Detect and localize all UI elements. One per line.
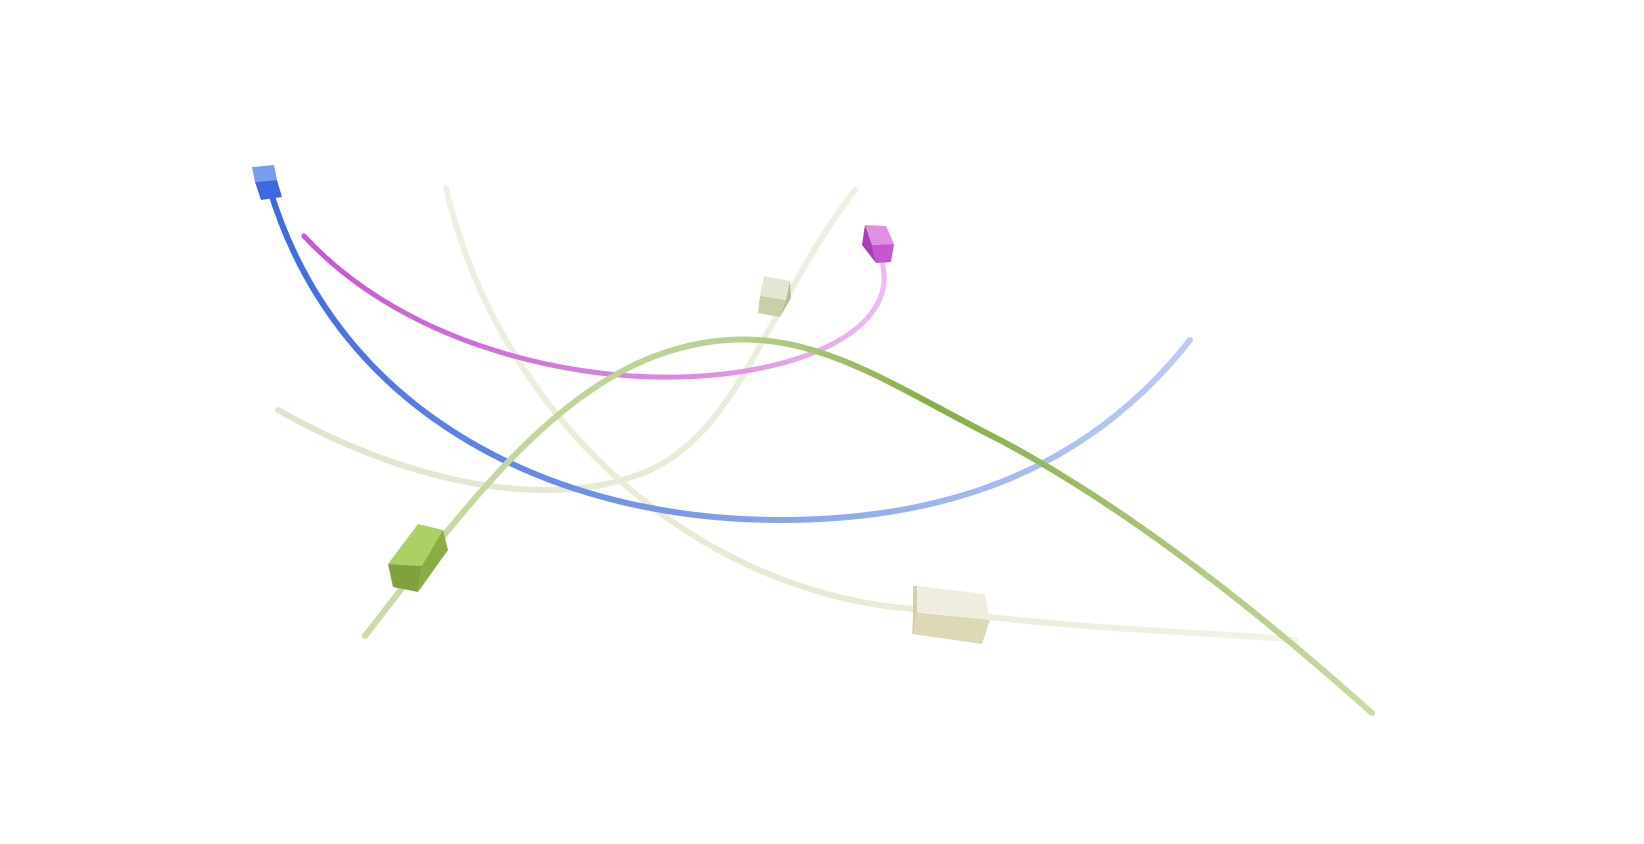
- magenta-cube: [862, 225, 894, 263]
- pale-sage-tube-1: [275, 187, 858, 493]
- olive-green-tube: [362, 336, 1375, 716]
- blue-tube: [252, 165, 1193, 524]
- olive-green-cube: [388, 524, 448, 592]
- pale-sage-cube-small: [758, 276, 791, 317]
- magenta-tube: [301, 225, 894, 380]
- blue-cube: [252, 165, 282, 200]
- cream-tube: [443, 185, 1298, 644]
- cream-cube-large: [912, 586, 990, 644]
